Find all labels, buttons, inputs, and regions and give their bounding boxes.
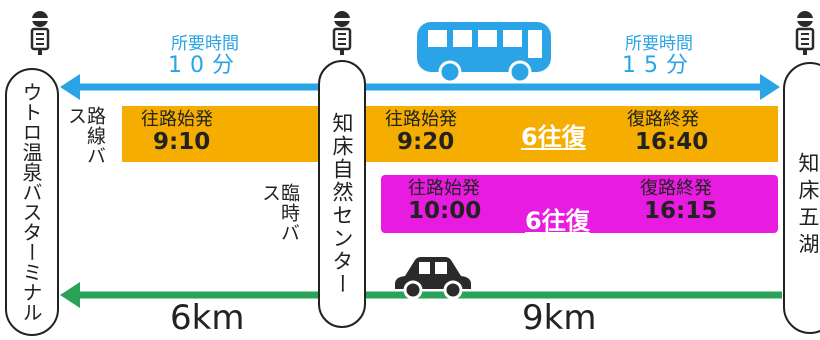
stop-name-left: ウトロ温泉バスターミナル [19,82,43,322]
bus-stop-icon [332,11,352,55]
travel-time-right: 所要時間 15分 [604,34,714,78]
schedule-label: 往路始発 [408,178,480,199]
distance-left: 6km [170,298,245,338]
distance-right: 9km [522,298,597,338]
stop-name-right: 知床五湖 [796,152,820,260]
regular-return-last: 復路終発 16:40 [627,110,708,155]
regular-outbound-first-left: 往路始発 9:10 [141,110,213,155]
travel-time-right-label: 所要時間 [625,34,693,54]
route-name-regular: 路線バス [65,106,106,166]
travel-time-left-label: 所要時間 [171,34,239,54]
stop-nature-center [318,60,366,328]
regular-bus-band [122,106,778,162]
schedule-time: 9:10 [153,128,211,155]
route-name-temporary: 臨時バス [259,183,300,243]
temporary-bus-band [381,175,778,233]
travel-time-right-value: 15分 [622,52,696,78]
schedule-time: 16:15 [644,197,718,224]
regular-frequency: 6往復 [521,123,586,151]
stop-name-center: 知床自然センター [330,112,354,296]
stop-goko [783,62,820,334]
travel-time-left-value: 10分 [168,52,242,78]
arrow-left-icon [60,282,80,308]
schedule-label: 復路終発 [640,178,712,199]
schedule-label: 往路始発 [141,109,213,130]
bus-icon [417,22,551,84]
arrow-right-icon [760,74,780,100]
schedule-time: 16:40 [635,128,709,155]
arrow-left-icon [60,74,80,100]
schedule-time: 9:20 [397,128,455,155]
temporary-return-last: 復路終発 16:15 [640,179,717,224]
bus-stop-icon [30,11,50,55]
car-icon [395,257,471,300]
travel-time-left: 所要時間 10分 [150,34,260,78]
regular-outbound-first-center: 往路始発 9:20 [385,110,457,155]
schedule-label: 往路始発 [385,109,457,130]
schedule-label: 復路終発 [627,109,699,130]
temporary-outbound-first: 往路始発 10:00 [408,179,481,224]
temporary-frequency: 6往復 [525,207,590,235]
stop-utoro [5,68,59,336]
schedule-time: 10:00 [408,197,482,224]
bus-stop-icon [795,11,815,55]
